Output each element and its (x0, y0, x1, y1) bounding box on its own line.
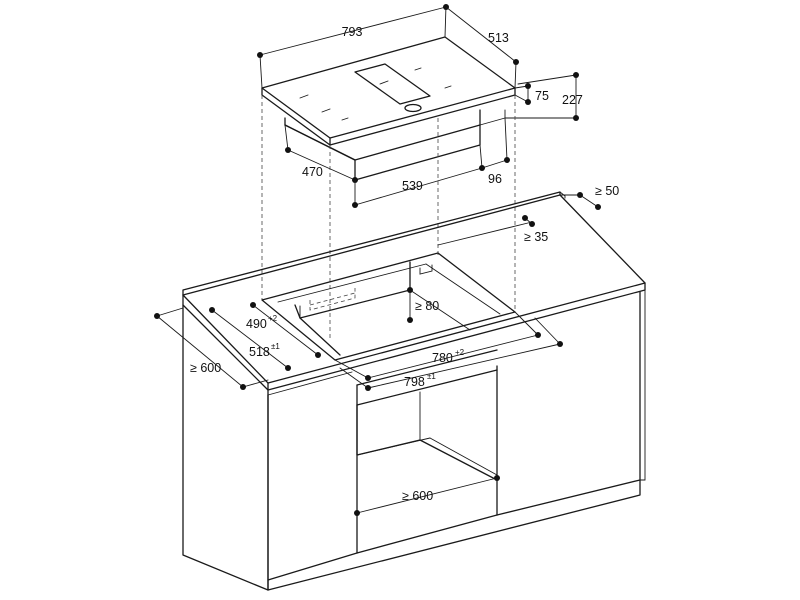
dim-780: 780 (432, 351, 453, 365)
kitchen-cabinet (182, 191, 646, 591)
dim-min-35: ≥ 35 (524, 230, 548, 244)
dim-539: 539 (402, 179, 423, 193)
dim-793: 793 (342, 25, 363, 39)
dim-min-600-width: ≥ 600 (402, 489, 433, 503)
dim-780-tolerance: +2 (455, 348, 465, 357)
control-knob-icon (404, 103, 422, 113)
dim-518-tolerance: ±1 (271, 342, 280, 351)
cooktop (261, 36, 516, 181)
vent-strip (354, 63, 431, 105)
dim-513: 513 (488, 31, 509, 45)
dim-798-tolerance: ±1 (427, 372, 436, 381)
dim-470: 470 (302, 165, 323, 179)
dim-490-tolerance: +2 (268, 314, 278, 323)
dim-min-80: ≥ 80 (415, 299, 439, 313)
cooktop-dimensions: 793 513 75 227 470 539 (257, 4, 583, 208)
dim-96: 96 (488, 172, 502, 186)
dim-min-600-depth: ≥ 600 (190, 361, 221, 375)
dim-518: 518 (249, 345, 270, 359)
dim-490: 490 (246, 317, 267, 331)
cabinet-dimensions: ≥ 50 ≥ 35 ≥ 80 490 +2 518 ±1 780 +2 (154, 184, 619, 516)
dim-75: 75 (535, 89, 549, 103)
dim-min-50: ≥ 50 (595, 184, 619, 198)
dim-227: 227 (562, 93, 583, 107)
dim-798: 798 (404, 375, 425, 389)
